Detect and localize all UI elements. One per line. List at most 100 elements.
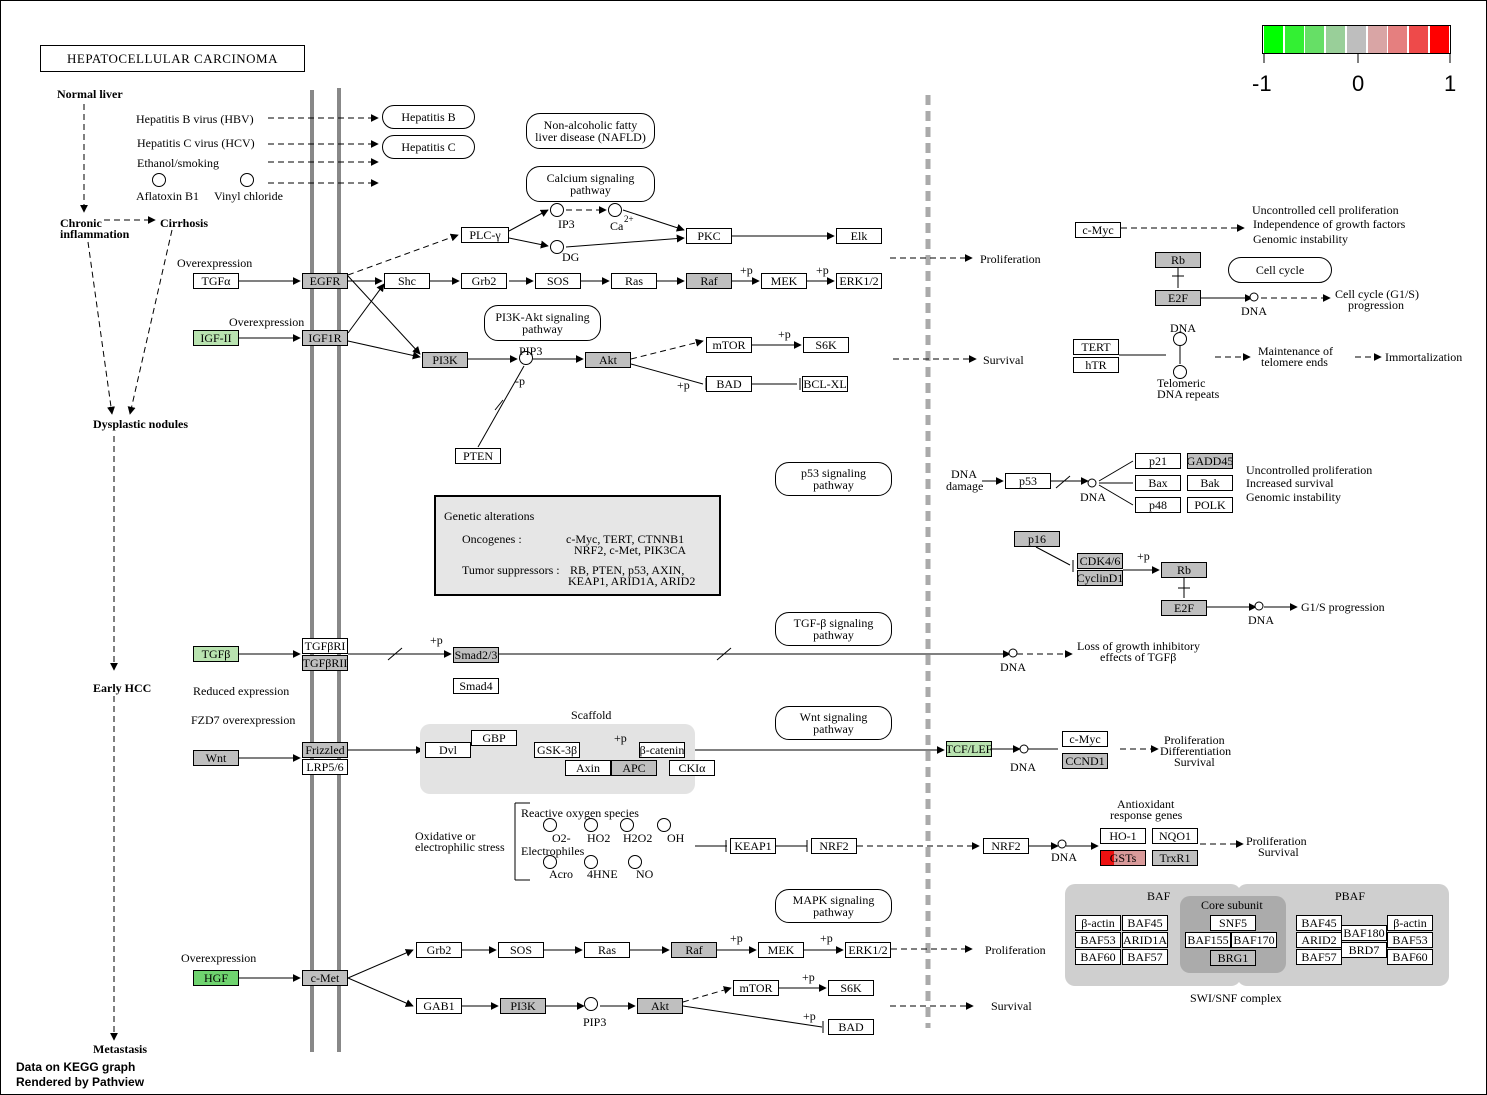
gene-node[interactable]: PKC [686,228,732,244]
gene-node[interactable]: c-Met [302,970,348,986]
gene-node[interactable]: hTR [1073,357,1119,373]
compound-node[interactable] [628,855,642,869]
gene-node[interactable]: BAD [828,1019,874,1035]
gene-node[interactable]: ERK1/2 [836,273,882,289]
gene-node[interactable]: TGFβRI [302,638,348,654]
gene-node[interactable]: p48 [1135,497,1181,513]
gene-node[interactable]: CyclinD1 [1077,570,1123,586]
gene-node[interactable]: GADD45 [1187,453,1233,469]
compound-node[interactable] [240,173,254,187]
gene-node[interactable]: MEK [758,942,804,958]
gene-node[interactable]: PLC-γ [461,227,509,243]
gene-node[interactable]: ERK1/2 [845,942,891,958]
gene-node[interactable]: IGF-II [193,330,239,346]
gene-node[interactable]: Raf [686,273,732,289]
gene-node[interactable]: Raf [671,942,717,958]
gene-node[interactable]: p53 [1005,473,1051,489]
gene-node[interactable]: Bak [1187,475,1233,491]
gene-node[interactable]: POLK [1187,497,1233,513]
gene-node[interactable]: HGF [193,970,239,986]
gene-node[interactable]: SNF5 [1210,915,1256,931]
gene-node[interactable]: β-actin [1387,915,1433,931]
gene-node[interactable]: S6K [828,980,874,996]
gene-node[interactable]: E2F [1155,290,1201,306]
gene-node[interactable]: Rb [1155,252,1201,268]
gene-node[interactable]: β-catenin [639,742,685,758]
gene-node[interactable]: β-actin [1075,915,1121,931]
gene-node[interactable]: c-Myc [1062,731,1108,747]
gene-node[interactable]: Axin [565,760,611,776]
gene-node[interactable]: Akt [637,998,683,1014]
gene-node[interactable]: TGFα [193,273,239,289]
gene-node[interactable]: mTOR [706,337,752,353]
gene-node[interactable]: TGFβ [193,646,239,662]
gene-node[interactable]: Grb2 [461,273,507,289]
gene-node[interactable]: Ras [611,273,657,289]
gene-node[interactable]: GSTs [1100,850,1146,866]
gene-node[interactable]: BAF170 [1231,932,1277,948]
gene-node[interactable]: NQO1 [1152,828,1198,844]
compound-node[interactable] [1173,365,1187,379]
pathway-link[interactable]: Hepatitis C [382,135,475,159]
gene-node[interactable]: LRP5/6 [302,759,348,775]
gene-node[interactable]: BRD7 [1341,942,1387,958]
gene-node[interactable]: PTEN [455,448,501,464]
gene-node[interactable]: SOS [535,273,581,289]
gene-node[interactable]: BAF57 [1122,949,1168,965]
compound-node[interactable] [657,818,671,832]
gene-node[interactable]: ARID1A [1122,932,1168,948]
compound-node[interactable] [584,855,598,869]
gene-node[interactable]: PI3K [422,352,468,368]
gene-node[interactable]: BAF155 [1185,932,1231,948]
gene-node[interactable]: Wnt [193,750,239,766]
gene-node[interactable]: Frizzled [302,742,348,758]
pathway-link[interactable]: Hepatitis B [382,105,475,129]
gene-node[interactable]: Rb [1161,562,1207,578]
compound-node[interactable] [620,818,634,832]
gene-node[interactable]: mTOR [733,980,779,996]
gene-node[interactable]: BAF53 [1075,932,1121,948]
gene-node[interactable]: Shc [384,273,430,289]
gene-node[interactable]: BAD [706,376,752,392]
gene-node[interactable]: BAF60 [1387,949,1433,965]
compound-node[interactable] [543,855,557,869]
gene-node[interactable]: APC [611,760,657,776]
gene-node[interactable]: TERT [1073,339,1119,355]
gene-node[interactable]: TGFβRII [302,655,348,671]
gene-node[interactable]: BAF180 [1341,925,1387,941]
gene-node[interactable]: Smad4 [453,678,499,694]
gene-node[interactable]: p21 [1135,453,1181,469]
gene-node[interactable]: GAB1 [416,998,462,1014]
gene-node[interactable]: BAF53 [1387,932,1433,948]
gene-node[interactable]: KEAP1 [730,838,776,854]
compound-node[interactable] [1173,332,1187,346]
gene-node[interactable]: p16 [1014,531,1060,547]
compound-node[interactable] [608,203,622,217]
gene-node[interactable]: GSK-3β [534,742,580,758]
compound-node[interactable] [152,173,166,187]
compound-node[interactable] [584,818,598,832]
gene-node[interactable]: BAF45 [1296,915,1342,931]
gene-node[interactable]: SOS [498,942,544,958]
compound-node[interactable] [550,240,564,254]
gene-node[interactable]: NRF2 [983,838,1029,854]
gene-node[interactable]: S6K [803,337,849,353]
gene-node[interactable]: BAF57 [1296,949,1342,965]
gene-node[interactable]: BAF60 [1075,949,1121,965]
compound-node[interactable] [519,351,533,365]
gene-node[interactable]: HO-1 [1100,828,1146,844]
compound-node[interactable] [584,997,598,1011]
gene-node[interactable]: BAF45 [1122,915,1168,931]
gene-node[interactable]: NRF2 [811,838,857,854]
gene-node[interactable]: BRG1 [1210,950,1256,966]
compound-node[interactable] [550,203,564,217]
gene-node[interactable]: Dvl [425,742,471,758]
gene-node[interactable]: ARID2 [1296,932,1342,948]
